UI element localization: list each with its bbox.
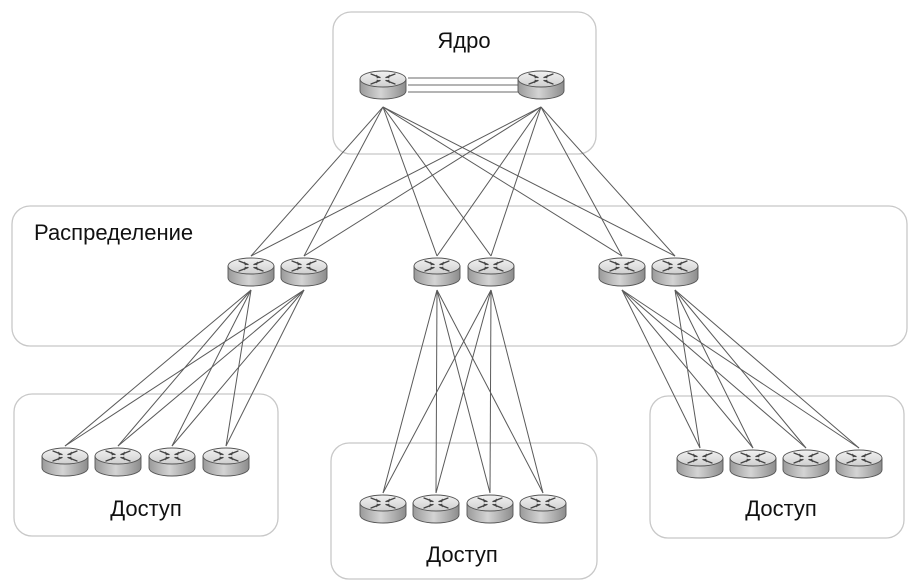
distribution-access-link [382, 289, 438, 494]
router-icon [94, 447, 142, 477]
distribution-access-link [64, 289, 305, 447]
router-icon [598, 257, 646, 287]
core-distribution-link [250, 106, 542, 257]
links-group [64, 77, 860, 494]
core-distribution-link [250, 106, 384, 257]
router-icon [782, 449, 830, 479]
router-icon [467, 257, 515, 287]
access-right-label: Доступ [745, 496, 817, 521]
router-icon [466, 494, 514, 524]
distribution-access-link [171, 289, 305, 447]
core-distribution-link [382, 106, 676, 257]
router-icon [359, 70, 407, 100]
distribution-access-link [64, 289, 252, 447]
distribution-access-link [674, 289, 860, 449]
router-icon [729, 449, 777, 479]
core-distribution-link [540, 106, 676, 257]
core-distribution-link [540, 106, 623, 257]
distribution-access-link [225, 289, 305, 447]
distribution-access-link [621, 289, 701, 449]
distribution-access-link [489, 289, 492, 494]
distribution-label: Распределение [34, 220, 193, 245]
core-distribution-link [303, 106, 384, 257]
router-icon [413, 257, 461, 287]
distribution-access-link [435, 289, 492, 494]
router-icon [519, 494, 567, 524]
distribution-access-link [117, 289, 305, 447]
core-distribution-link [382, 106, 623, 257]
router-icon [835, 449, 883, 479]
router-icon [280, 257, 328, 287]
distribution-access-link [382, 289, 492, 494]
router-icon [148, 447, 196, 477]
distribution-access-link [674, 289, 807, 449]
distribution-access-link [674, 289, 701, 449]
access-center-zone-box [330, 442, 598, 580]
access-left-zone-box [13, 393, 279, 537]
router-icon [517, 70, 565, 100]
router-icon [412, 494, 460, 524]
router-icon [227, 257, 275, 287]
router-icon [359, 494, 407, 524]
router-icon [651, 257, 699, 287]
router-icon [202, 447, 250, 477]
access-left-label: Доступ [110, 496, 182, 521]
router-icon [676, 449, 724, 479]
core-distribution-link [303, 106, 542, 257]
core-zone-box [332, 11, 597, 155]
core-label: Ядро [437, 28, 490, 53]
core-distribution-link [382, 106, 438, 257]
router-icon [41, 447, 89, 477]
core-distribution-link [436, 106, 542, 257]
access-center-label: Доступ [426, 542, 498, 567]
core-distribution-link [490, 106, 542, 257]
distribution-access-link [490, 289, 544, 494]
distribution-access-link [674, 289, 754, 449]
core-distribution-link [382, 106, 492, 257]
